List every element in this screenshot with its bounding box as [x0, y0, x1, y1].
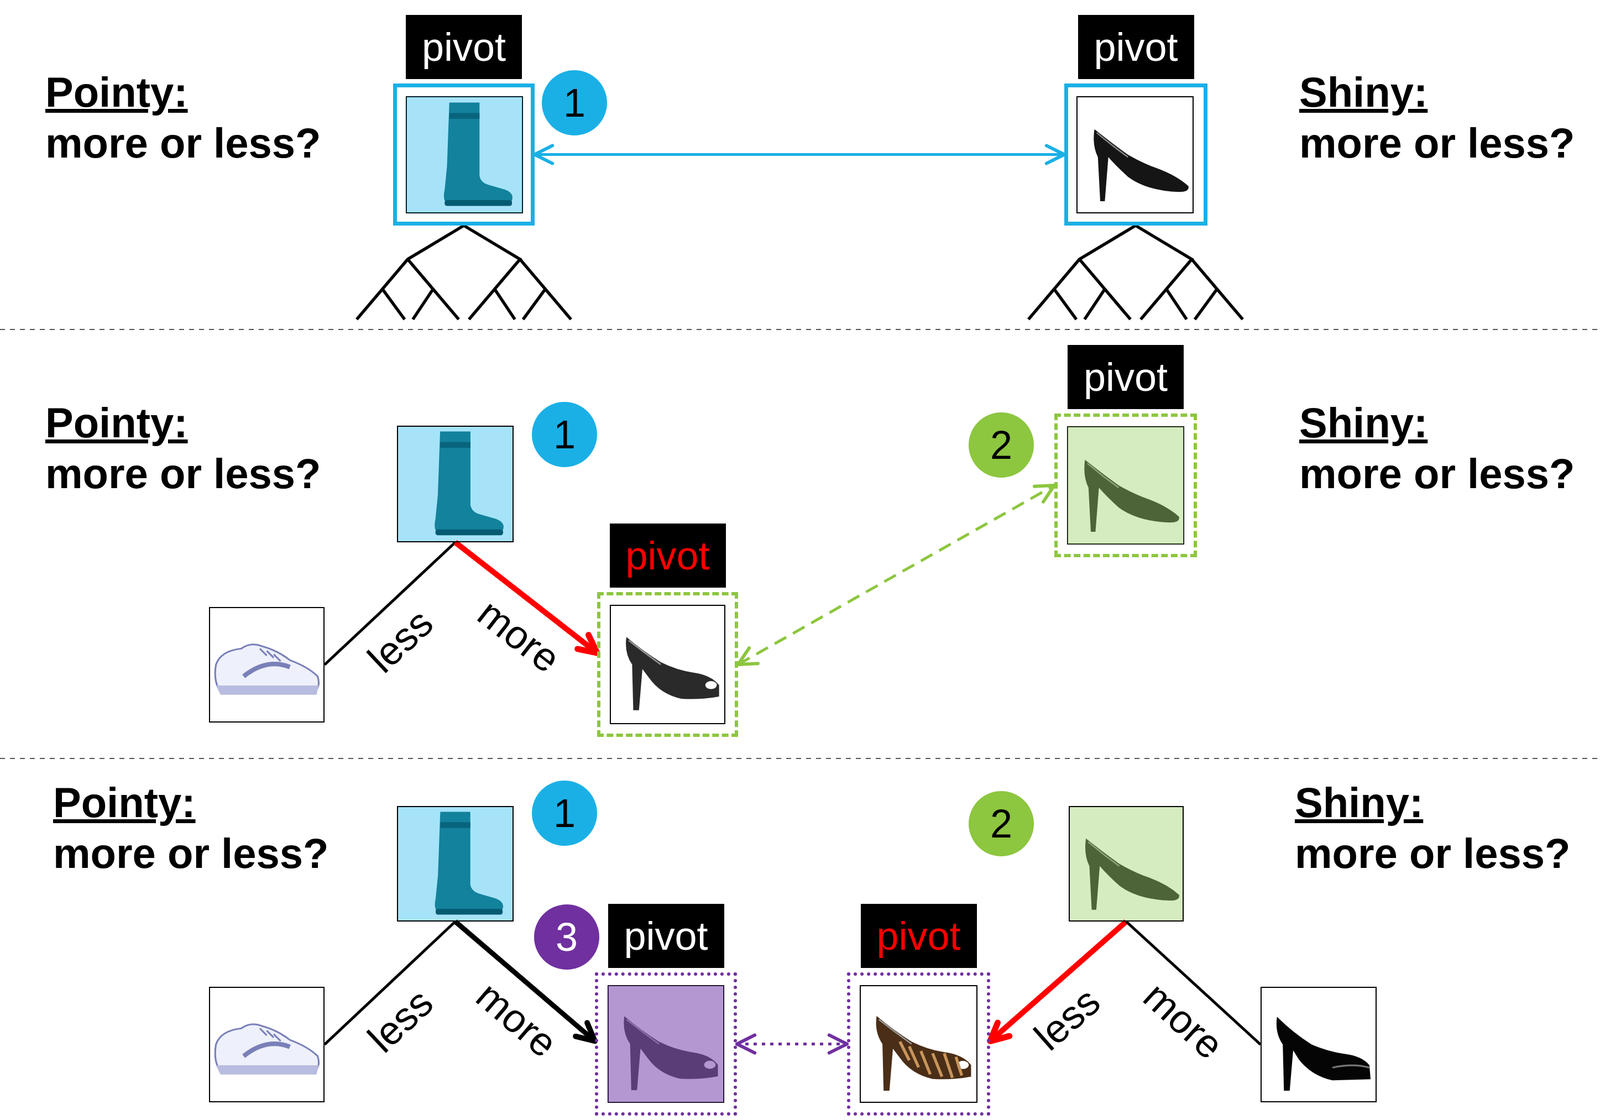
attribute-name: Shiny: — [1299, 398, 1428, 448]
pivot-label: pivot — [1067, 344, 1184, 410]
pivot-image-box: pivot — [1064, 83, 1208, 226]
callout-number: 1 — [563, 82, 586, 123]
peep-toe-photo — [625, 636, 720, 710]
callout-number: 1 — [553, 414, 576, 455]
callout-number: 2 — [990, 425, 1013, 465]
heel-photo — [1093, 129, 1189, 202]
photo-frame — [208, 986, 325, 1103]
image-box — [1068, 806, 1184, 922]
photo-tint — [1067, 426, 1184, 545]
image-box — [396, 806, 514, 922]
attribute-name: Shiny: — [1294, 777, 1424, 828]
image-box — [1260, 986, 1377, 1103]
peep-toe-photo — [876, 1016, 972, 1091]
pivot-label: pivot — [860, 903, 977, 969]
attribute-question: more or less? — [45, 448, 321, 499]
photo-frame — [608, 985, 724, 1103]
pivot-label: pivot — [609, 523, 726, 588]
attribute-question: more or less? — [1294, 828, 1571, 879]
photo-frame — [406, 96, 523, 213]
tree-branches — [356, 225, 572, 320]
pivot-label: pivot — [608, 903, 725, 969]
connector — [534, 153, 1065, 156]
edge-label: more — [471, 592, 568, 680]
callout-circle: 1 — [531, 401, 598, 468]
pivot-label: pivot — [405, 14, 522, 80]
attribute-question: more or less? — [1299, 448, 1575, 499]
photo-tint — [1068, 806, 1184, 922]
photo-frame — [1068, 806, 1184, 922]
pivot-image-box: pivot — [393, 83, 535, 226]
photo-tint — [396, 425, 514, 543]
photo-frame — [208, 607, 325, 723]
photo-frame — [396, 425, 514, 543]
callout-circle: 1 — [531, 780, 598, 846]
attribute-name: Pointy: — [53, 777, 196, 828]
callout-circle: 3 — [534, 904, 600, 970]
callout-circle: 2 — [968, 791, 1034, 857]
photo-tint — [396, 806, 514, 922]
callout-circle: 2 — [968, 412, 1034, 478]
edge-label: more — [1136, 975, 1231, 1066]
callout-circle: 1 — [541, 70, 608, 136]
peep-toe-stripes — [900, 1041, 962, 1078]
connector — [736, 1042, 847, 1046]
tree-branches — [1028, 225, 1243, 320]
photo-tint — [608, 985, 724, 1103]
attribute-name: Pointy: — [45, 67, 188, 118]
image-box — [396, 425, 514, 543]
attribute-name: Shiny: — [1299, 67, 1428, 118]
photo-tint — [406, 96, 523, 213]
image-box — [208, 986, 325, 1103]
callout-number: 2 — [990, 803, 1013, 844]
edge-label: more — [469, 974, 564, 1064]
pivot-image-box: pivot — [594, 972, 737, 1116]
photo-frame — [610, 605, 725, 724]
attribute-question: more or less? — [45, 118, 321, 169]
photo-frame — [1076, 96, 1194, 213]
attribute-question: more or less? — [53, 828, 329, 879]
photo-frame — [1067, 426, 1184, 545]
edge-label: less — [361, 602, 441, 680]
pivot-image-box: pivot — [846, 972, 991, 1116]
pivot-image-box: pivot — [1054, 413, 1197, 558]
pivot-label: pivot — [1078, 14, 1195, 80]
tree-symbol — [356, 225, 572, 320]
attribute-question: more or less? — [1299, 118, 1575, 169]
row-separator — [0, 328, 1600, 331]
sneaker-photo — [215, 644, 319, 695]
image-box — [208, 607, 325, 723]
attribute-name: Pointy: — [45, 398, 188, 448]
pivot-image-box: pivot — [597, 592, 739, 737]
photo-frame — [396, 806, 514, 922]
callout-number: 1 — [553, 793, 576, 834]
connector — [738, 485, 1055, 665]
sneaker-photo — [215, 1024, 319, 1075]
photo-frame — [1260, 986, 1377, 1103]
edge-label: less — [1027, 980, 1107, 1058]
edge-label: less — [361, 981, 441, 1060]
platform-pump-photo — [1276, 1016, 1371, 1091]
callout-number: 3 — [555, 917, 578, 958]
row-separator — [0, 757, 1600, 760]
tree-symbol — [1028, 225, 1243, 320]
photo-frame — [860, 985, 977, 1103]
